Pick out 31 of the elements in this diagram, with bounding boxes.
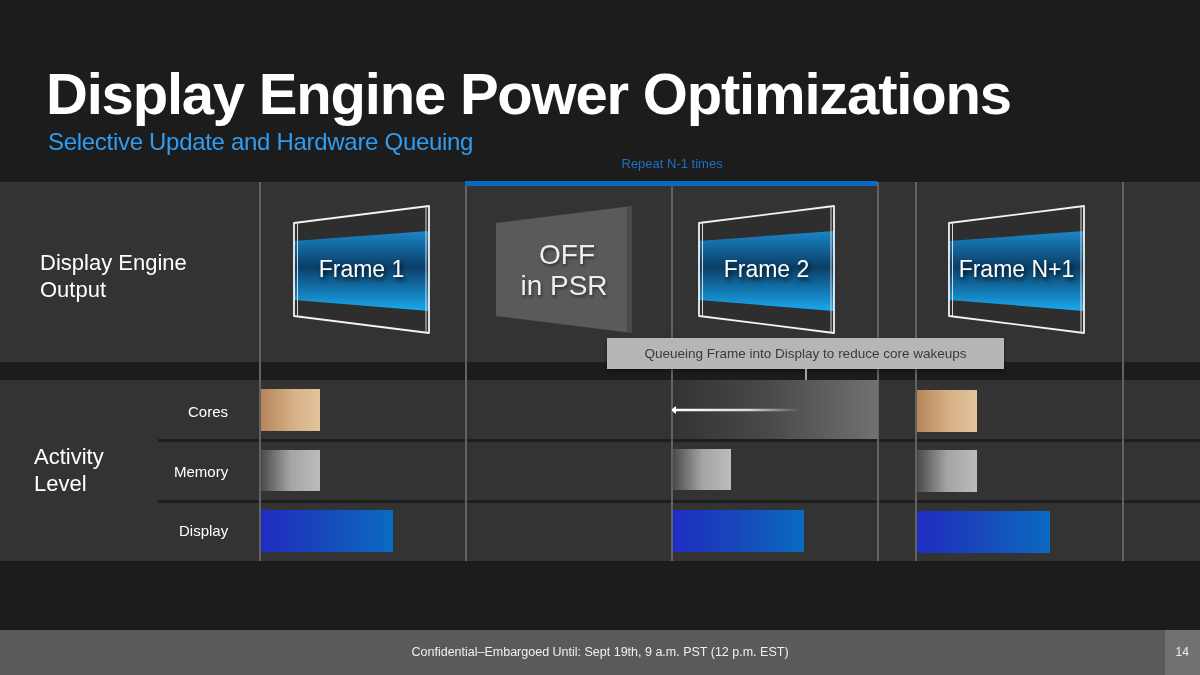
footer-note: Confidential–Embargoed Until: Sept 19th, 9 a.m. PST (12 p.m. EST) <box>411 645 789 659</box>
display-frame <box>292 204 431 335</box>
powered-off-panel <box>495 204 633 335</box>
display-activity-bar <box>917 511 1050 553</box>
arrow <box>671 403 800 417</box>
callout-box <box>607 338 1004 369</box>
row-label: Memory <box>174 462 229 480</box>
display-activity-bar <box>261 510 393 552</box>
frame-label: Frame 1 <box>318 256 405 283</box>
display-frame <box>697 204 836 335</box>
frame-label: Frame 2 <box>723 256 810 283</box>
row-label: Display <box>179 521 229 539</box>
callout-text: Queueing Frame into Display to reduce core wakeups <box>644 346 967 361</box>
frame-label: Frame N+1 <box>958 256 1075 283</box>
panel-label: OFF in PSR <box>519 238 609 301</box>
memory-activity-bar <box>917 450 977 492</box>
row-heading: Display Engine Output <box>40 249 188 303</box>
slide-title: Display Engine Power Optimizations <box>46 60 1011 127</box>
slide-subtitle: Selective Update and Hardware Queuing <box>48 128 474 156</box>
row-heading: Activity Level <box>34 443 105 497</box>
fading-cores-activity-bar <box>673 380 878 439</box>
row-label: Cores <box>188 402 228 420</box>
cores-activity-bar <box>261 389 320 431</box>
leader-line <box>805 368 807 381</box>
page-number: 14 <box>1175 645 1189 659</box>
memory-activity-bar <box>673 449 731 490</box>
display-frame <box>947 204 1086 335</box>
cores-activity-bar <box>917 390 977 432</box>
memory-activity-bar <box>261 450 320 491</box>
display-activity-bar <box>673 510 804 552</box>
bracket-label: Repeat N-1 times <box>621 156 723 171</box>
